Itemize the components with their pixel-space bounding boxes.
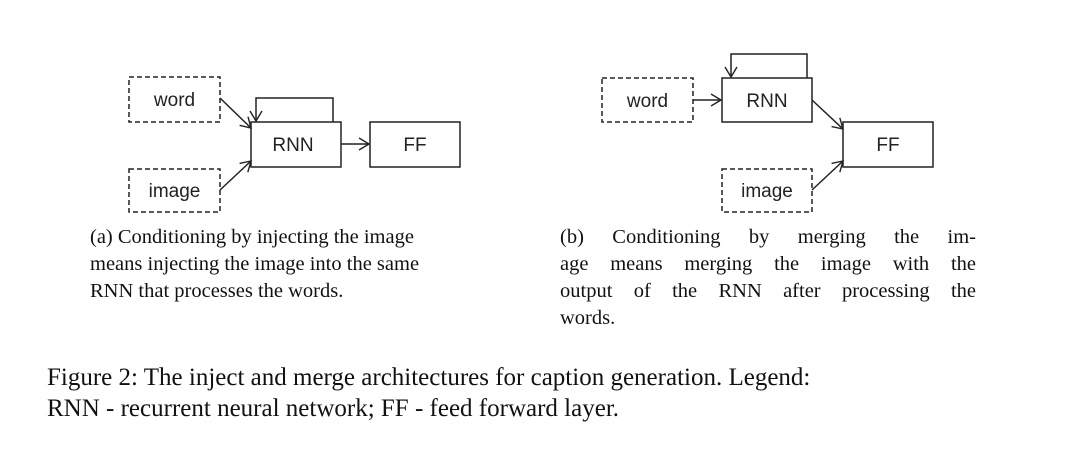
subcaption-b: (b) Conditioning by merging the im- age … [560, 224, 976, 332]
diagram-a-rnn-label: RNN [272, 135, 313, 156]
diagram-b-image-box [721, 168, 813, 213]
diagram-b-rnn-label: RNN [746, 91, 787, 112]
figure-caption-line: RNN - recurrent neural network; FF - fee… [47, 395, 620, 422]
diagram-b-image-label: image [741, 181, 793, 202]
diagram-a-ff-label: FF [403, 135, 426, 156]
diagram-a-rnn-recurrent-loop [249, 97, 334, 123]
subcaption-b-line: output of the RNN after processing the [560, 280, 976, 302]
diagram-b-image-to-ff-arrow [811, 160, 844, 191]
diagram-a-image-box [128, 168, 221, 213]
subcaption-b-line: (b) Conditioning by merging the im- [560, 226, 976, 248]
diagram-b-rnn-box [721, 77, 813, 123]
diagram-a-word-label: word [153, 90, 195, 111]
diagram-b-ff-label: FF [876, 135, 899, 156]
diagram-b-rnn-to-ff-arrow [811, 99, 844, 130]
diagram-a-image-to-rnn-arrow [219, 160, 252, 191]
subcaption-a-line: means injecting the image into the same [90, 253, 420, 275]
subcaption-b-line: age means merging the image with the [560, 253, 976, 275]
figure-caption-line: Figure 2: The inject and merge architect… [47, 364, 811, 391]
diagram-b-merge: word RNN FF image [601, 53, 934, 213]
diagram-b-ff-box [842, 121, 934, 168]
diagram-a-image-label: image [149, 181, 201, 202]
diagram-b-rnn-recurrent-loop [724, 53, 808, 79]
diagram-b-word-label: word [626, 91, 668, 112]
figure-caption: Figure 2: The inject and merge architect… [47, 362, 1047, 424]
diagram-a-inject: word image RNN FF [128, 76, 461, 213]
subcaption-a: (a) Conditioning by injecting the image … [90, 224, 504, 305]
subcaption-a-line: (a) Conditioning by injecting the image [90, 226, 414, 248]
subcaption-b-line: words. [560, 307, 616, 329]
diagram-a-rnn-box [250, 121, 342, 168]
diagram-a-word-to-rnn-arrow [219, 97, 252, 129]
subcaption-a-line: RNN that processes the words. [90, 280, 344, 302]
diagram-a-word-box [128, 76, 221, 123]
